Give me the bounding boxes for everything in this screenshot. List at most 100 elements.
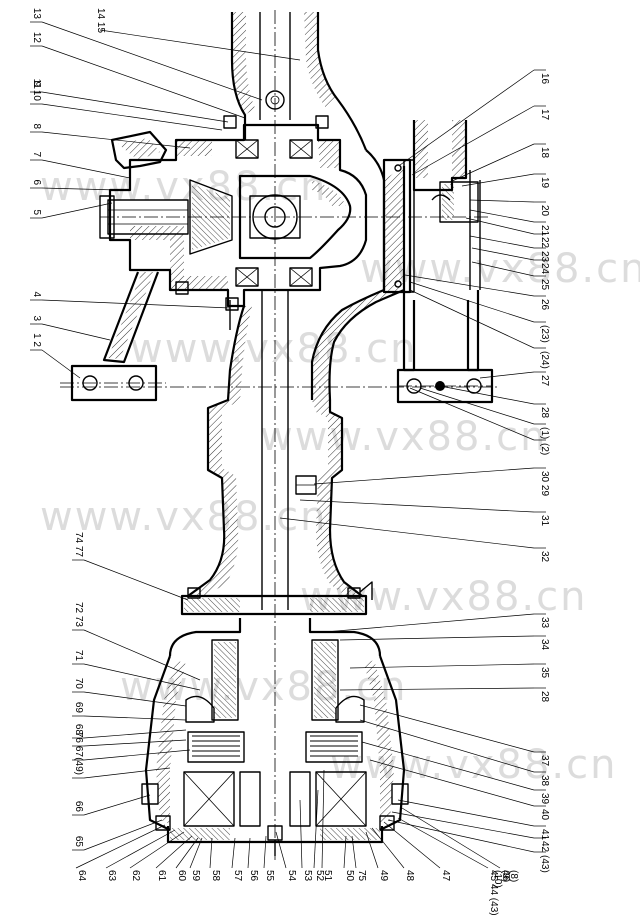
callout-label: (2): [539, 443, 550, 455]
callout-label: 50: [344, 870, 355, 882]
disc-pack-left: [192, 735, 240, 757]
leader-line: [41, 202, 113, 219]
leader-line: [351, 835, 357, 869]
callout-label: (23): [539, 325, 550, 343]
leader-line: [83, 663, 201, 691]
callout-17: 17: [411, 105, 550, 176]
watermark-text: www.vx88.cn: [260, 414, 548, 460]
leader-line: [439, 385, 535, 405]
callout-37: 37: [359, 704, 550, 767]
leader-line: [465, 217, 535, 235]
callout-label: 42: [539, 841, 550, 853]
watermark-text: www.vx88.cn: [130, 326, 418, 372]
final-drive: [99, 115, 368, 330]
leader-line: [409, 281, 535, 323]
callout-label: 18: [539, 147, 550, 159]
callout-48: 48: [371, 827, 415, 882]
callout-label: 76: [73, 732, 84, 744]
leader-line: [83, 739, 187, 747]
callout-label: 6: [31, 179, 42, 185]
leader-line: [339, 635, 535, 641]
leader-line: [343, 835, 347, 869]
callout-label: 62: [130, 870, 141, 882]
callout-43: (43): [387, 819, 550, 873]
callout-label: 55: [264, 870, 275, 882]
leader-line: [83, 715, 187, 721]
callout-label: 68: [73, 724, 84, 736]
callout-label: 37: [539, 755, 550, 767]
leader-line: [461, 173, 535, 187]
callout-label: (1): [539, 427, 550, 439]
callout-58: 58: [209, 837, 221, 882]
callout-label: 1 2: [31, 333, 42, 347]
brake-housing: [141, 618, 409, 856]
callout-label: (43): [539, 855, 550, 873]
callout-61: 61: [155, 835, 193, 882]
callout-label: 5: [31, 209, 42, 215]
right-housing-arm: [310, 149, 415, 401]
callout-46: 46: [401, 807, 511, 882]
leader-line: [369, 759, 535, 807]
callout-label: 54: [286, 870, 297, 882]
leader-line: [399, 69, 535, 166]
leader-line: [275, 831, 287, 869]
callout-label: 31: [539, 515, 550, 527]
callout-label: 57: [232, 870, 243, 882]
leader-line: [361, 741, 535, 791]
leader-line: [299, 799, 303, 869]
center-lines: [60, 10, 500, 860]
callout-label: 26: [539, 299, 550, 311]
callout-11: 11: [30, 79, 229, 123]
leader-line: [41, 103, 223, 131]
callout-28: 28: [439, 385, 550, 419]
callout-24: 24: [471, 247, 550, 275]
leader-line: [247, 837, 251, 869]
callout-label: (8): [508, 870, 519, 882]
callout-31: 31: [299, 499, 550, 527]
callouts-right: 1617181920212223242526(23)(24)2728(1)(2)…: [279, 69, 550, 873]
callout-4: 4: [30, 291, 231, 309]
leader-line: [83, 749, 191, 761]
callout-71: 71: [72, 650, 201, 691]
watermark-text: www.vx88.cn: [40, 494, 328, 540]
callout-24: (24): [409, 289, 550, 369]
callout-40: 40: [369, 759, 550, 821]
leader-line: [411, 105, 535, 176]
callout-label: 12: [31, 32, 42, 44]
callout-9: (9): [500, 870, 511, 882]
callout-55: 55: [263, 835, 275, 882]
leader-line: [209, 837, 213, 869]
callout-64: 64: [75, 824, 166, 882]
leader-line: [41, 349, 81, 379]
callout-8: 8: [30, 123, 191, 149]
callout-label: 28: [539, 691, 550, 703]
callout-label: 30 29: [539, 471, 550, 496]
callout-62: 62: [129, 831, 185, 882]
callout-label: 65: [73, 836, 84, 848]
callout-1: (1): [419, 387, 550, 439]
callout-label: 46: [500, 870, 511, 882]
callout-label: 22: [539, 237, 550, 249]
callout-label: 58: [210, 870, 221, 882]
callout-label: 39: [539, 793, 550, 805]
callout-25: 25: [471, 261, 550, 291]
callout-51: 51: [321, 769, 333, 882]
callout-label: 7: [31, 151, 42, 157]
callout-label: 3: [31, 315, 42, 321]
right-bracket: [396, 120, 494, 404]
leader-line: [391, 811, 535, 839]
callout-30-29: 30 29: [313, 467, 550, 496]
callout-23: 23: [469, 235, 550, 263]
leader-line: [449, 143, 535, 183]
leader-line: [99, 29, 301, 61]
callout-label: 66: [73, 801, 84, 813]
callout-label: 41: [539, 829, 550, 841]
callout-label: 33: [539, 617, 550, 629]
callout-23: (23): [409, 281, 550, 343]
leader-line: [339, 687, 535, 691]
leader-line: [129, 831, 185, 869]
callout-label: 45 44 (43): [488, 870, 499, 916]
leader-line: [263, 835, 267, 869]
callout-label: 25: [539, 279, 550, 291]
